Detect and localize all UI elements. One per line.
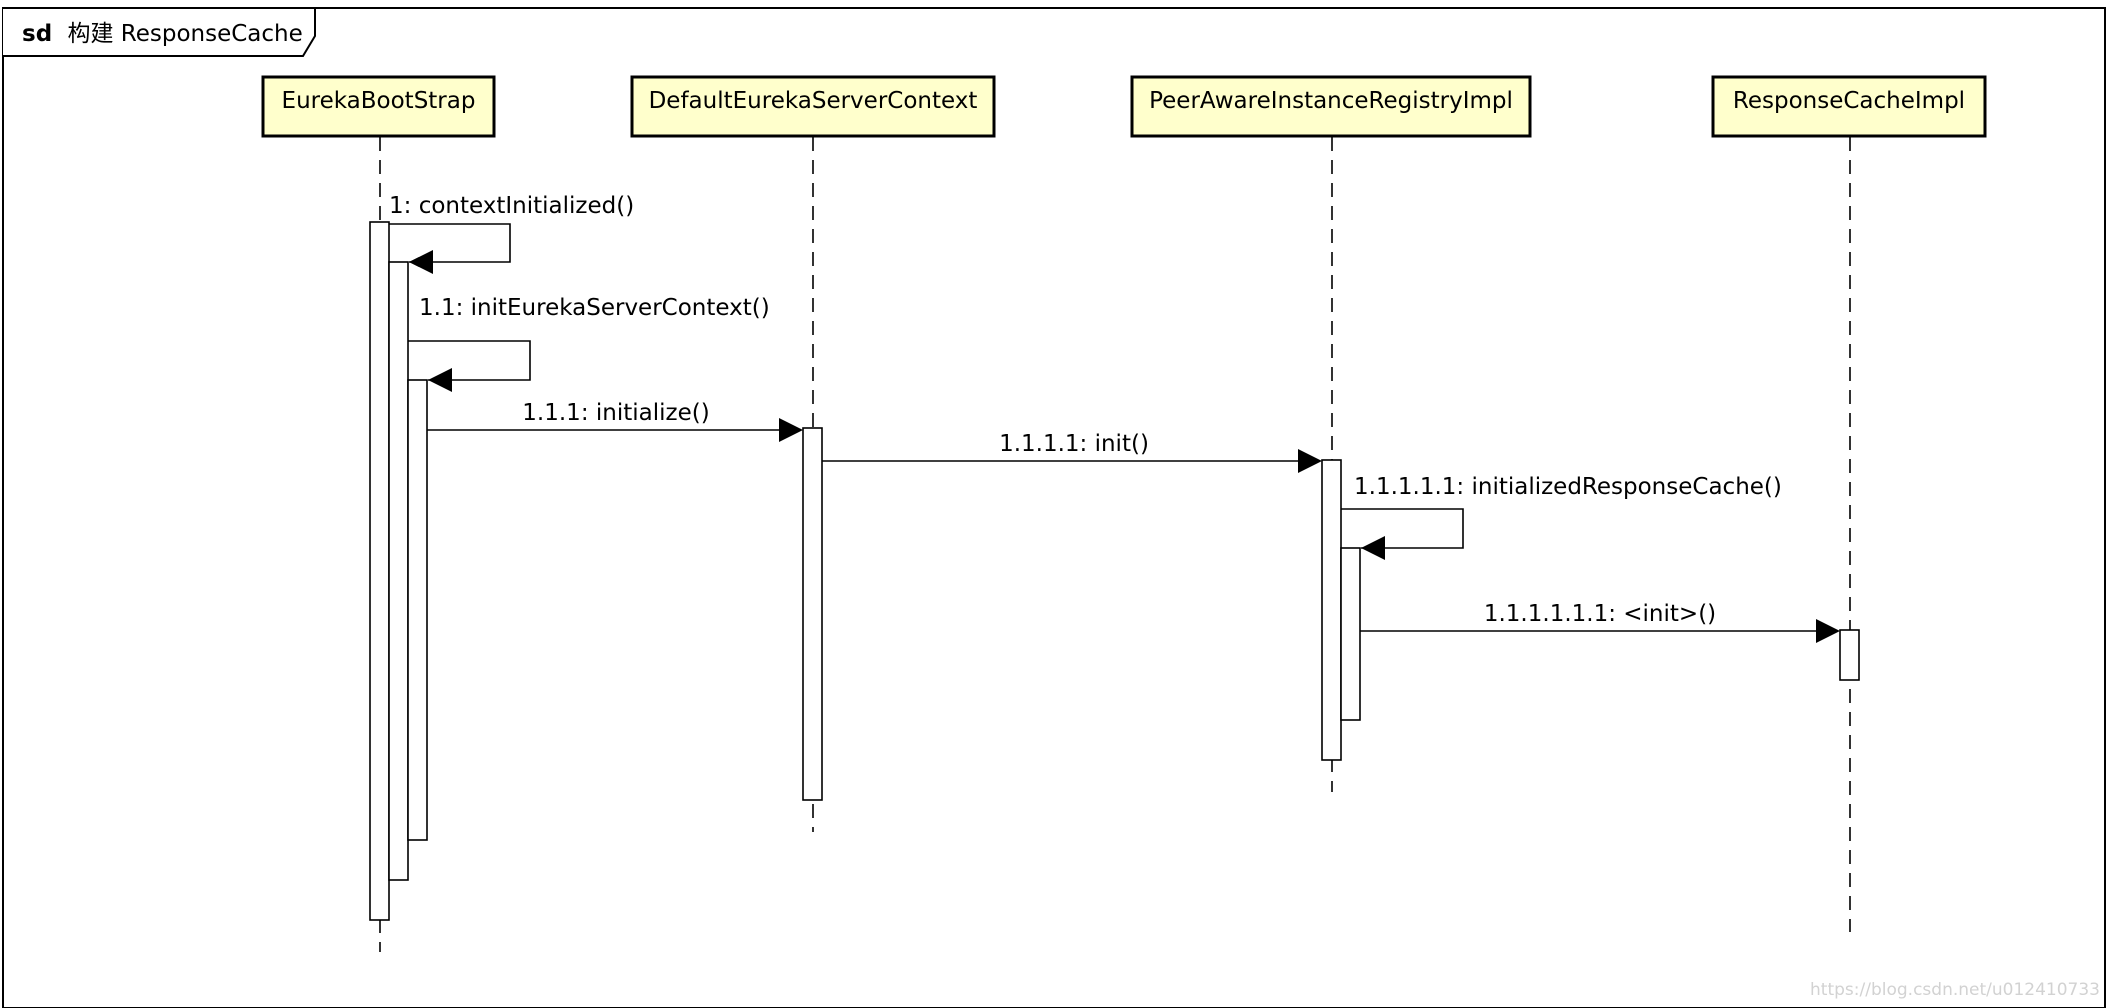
message-label: 1: contextInitialized() — [389, 193, 634, 219]
arrowhead-icon — [1361, 536, 1385, 560]
frame-tab — [3, 7, 316, 57]
message-context-initialized: 1: contextInitialized() — [389, 193, 634, 274]
frame-border — [2, 7, 2106, 1008]
participant-label: PeerAwareInstanceRegistryImpl — [1149, 88, 1513, 114]
activation-bar-bootstrap-1 — [369, 221, 390, 921]
arrowhead-icon — [1298, 449, 1322, 473]
participant-default-eureka-server-context[interactable]: DefaultEurekaServerContext — [630, 75, 996, 138]
activation-bars — [369, 221, 1860, 921]
lifelines — [379, 137, 1851, 952]
arrowhead-icon — [409, 250, 433, 274]
diagram-frame: sd 构建 ResponseCache — [2, 7, 2106, 1008]
participant-label: DefaultEurekaServerContext — [649, 88, 978, 114]
participant-response-cache-impl[interactable]: ResponseCacheImpl — [1711, 75, 1987, 138]
activation-bar-registry-1 — [1321, 459, 1342, 761]
activation-bar-response-cache — [1839, 629, 1860, 681]
participants: EurekaBootStrap DefaultEurekaServerConte… — [261, 75, 1987, 138]
frame-title: sd 构建 ResponseCache — [22, 21, 303, 47]
arrowhead-icon — [779, 418, 803, 442]
message-label: 1.1: initEurekaServerContext() — [419, 295, 770, 321]
message-initialized-response-cache: 1.1.1.1.1: initializedResponseCache() — [1341, 474, 1782, 560]
activation-bar-registry-2 — [1340, 547, 1361, 721]
activation-bar-bootstrap-3 — [407, 379, 428, 841]
message-label: 1.1.1.1.1: initializedResponseCache() — [1354, 474, 1782, 500]
message-init: 1.1.1.1: init() — [822, 431, 1322, 473]
participant-peer-aware-instance-registry-impl[interactable]: PeerAwareInstanceRegistryImpl — [1130, 75, 1532, 138]
arrowhead-icon — [1816, 619, 1840, 643]
message-label: 1.1.1: initialize() — [522, 400, 709, 426]
message-constructor-init: 1.1.1.1.1.1: <init>() — [1360, 601, 1840, 643]
participant-eureka-bootstrap[interactable]: EurekaBootStrap — [261, 75, 496, 138]
activation-bar-context — [802, 427, 823, 801]
frame-keyword: sd — [22, 21, 52, 47]
message-init-eureka-server-context: 1.1: initEurekaServerContext() — [408, 295, 770, 392]
participant-label: EurekaBootStrap — [282, 88, 476, 114]
message-arrow — [408, 340, 531, 381]
activation-bar-bootstrap-2 — [388, 261, 409, 881]
messages: 1: contextInitialized() 1.1: initEurekaS… — [389, 193, 1840, 643]
message-initialize: 1.1.1: initialize() — [427, 400, 803, 442]
watermark-text: https://blog.csdn.net/u012410733 — [1810, 980, 2100, 1000]
message-label: 1.1.1.1: init() — [999, 431, 1149, 457]
message-arrow — [389, 223, 511, 267]
arrowhead-icon — [428, 368, 452, 392]
message-arrow — [1341, 508, 1464, 549]
frame-name: 构建 ResponseCache — [67, 21, 302, 47]
participant-label: ResponseCacheImpl — [1733, 88, 1965, 114]
message-label: 1.1.1.1.1.1: <init>() — [1484, 601, 1716, 627]
